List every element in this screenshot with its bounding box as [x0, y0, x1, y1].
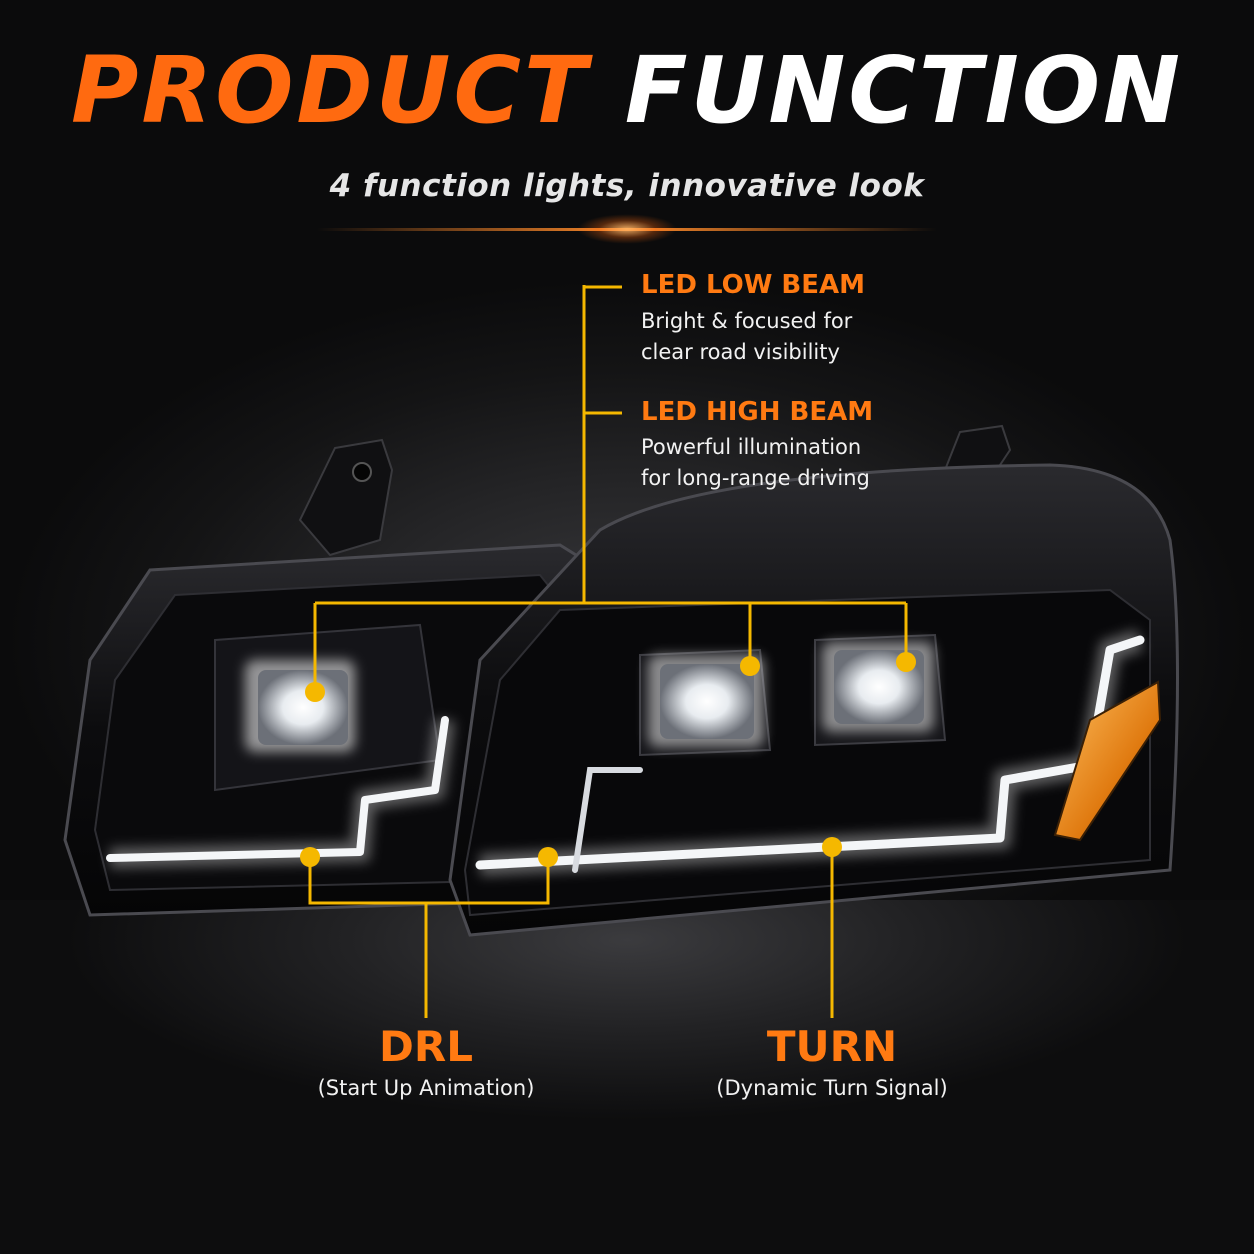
led-high-beam-right: [822, 642, 934, 732]
high-beam-title: LED HIGH BEAM: [641, 397, 874, 427]
callout-dot-icon: [896, 652, 916, 672]
callout-dot-icon: [740, 656, 760, 676]
high-beam-desc-2: for long-range driving: [641, 466, 870, 490]
turn-title: TURN: [766, 1022, 898, 1071]
led-low-beam-right: [648, 655, 764, 747]
low-beam-title: LED LOW BEAM: [641, 270, 866, 300]
callout-dot-icon: [822, 837, 842, 857]
drl-title: DRL: [379, 1022, 473, 1071]
drl-desc: (Start Up Animation): [317, 1076, 535, 1100]
amber-side-marker: [1053, 680, 1162, 842]
floor-reflection: [0, 900, 1254, 1254]
drl-light-bar-left: [106, 716, 455, 868]
title-part-function: FUNCTION: [624, 37, 1184, 144]
led-low-beam-left: [245, 660, 355, 752]
callout-drl-bracket: [308, 857, 550, 905]
mounting-bracket-left: [298, 438, 394, 557]
callout-lines: [308, 285, 908, 1018]
title-part-product: PRODUCT: [70, 37, 590, 144]
page-subtitle: 4 function lights, innovative look: [329, 168, 925, 204]
accent-glow-dot: [577, 214, 677, 244]
drl-light-bar-right: [475, 629, 1145, 876]
callout-dots: [300, 652, 916, 867]
callout-dot-icon: [538, 847, 558, 867]
low-beam-desc-2: clear road visibility: [641, 340, 840, 364]
turn-desc: (Dynamic Turn Signal): [716, 1076, 948, 1100]
callout-dot-icon: [300, 847, 320, 867]
callout-dot-icon: [305, 682, 325, 702]
high-beam-desc-1: Powerful illumination: [641, 435, 862, 459]
low-beam-desc-1: Bright & focused for: [641, 309, 853, 333]
page-title: PRODUCT FUNCTION: [0, 45, 1254, 137]
